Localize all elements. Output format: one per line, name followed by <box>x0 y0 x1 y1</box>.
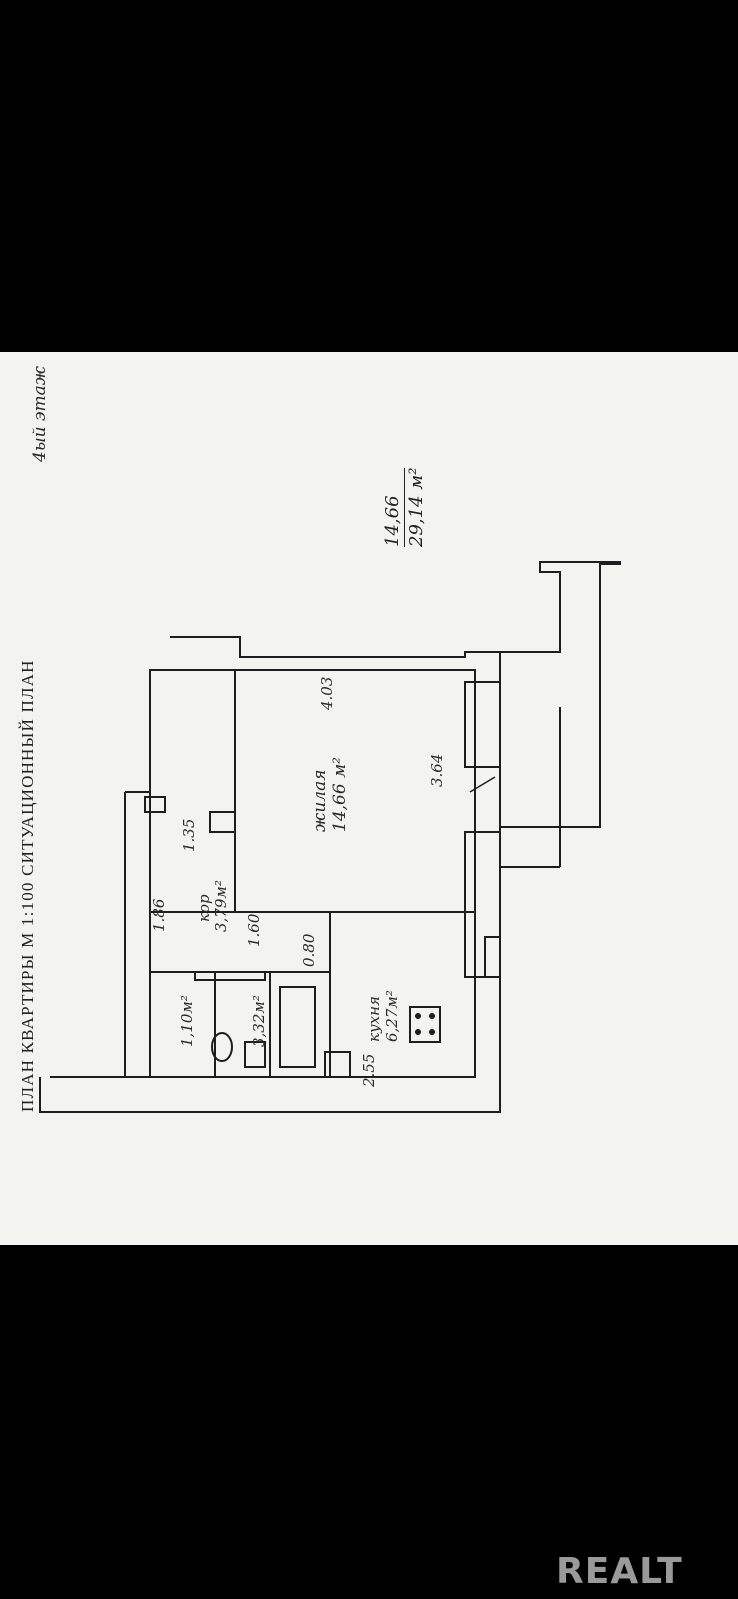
left-stub-wall <box>124 792 150 1078</box>
total-area: 29,14 <box>406 495 427 547</box>
sink <box>244 1041 266 1068</box>
floor-note: 4ый этаж <box>30 365 50 462</box>
toilet-fixture <box>211 1032 233 1062</box>
corridor-label: кор <box>195 894 213 922</box>
toilet-area: 1,10м² <box>178 995 196 1047</box>
living-room-area: 14,66 м² <box>330 757 350 832</box>
kitchen-sink <box>324 1051 351 1078</box>
area-unit: м² <box>406 467 427 490</box>
dim-corridor-len: 1.86 <box>150 898 168 932</box>
floor-plan-drawing <box>39 561 621 1113</box>
kitchen-label: кухня <box>365 996 383 1042</box>
window-block-top <box>464 681 501 768</box>
bathtub <box>279 986 316 1068</box>
dim-living-depth: 3.64 <box>428 753 446 787</box>
dim-corridor-w: 1.35 <box>180 818 198 852</box>
area-totals: 14,66 29,14 м² <box>382 467 427 547</box>
kitchen-area: 6,27м² <box>383 990 401 1042</box>
corridor-area: 3,79м² <box>212 880 230 932</box>
apartment-outline <box>149 669 476 1078</box>
fraction-line <box>404 467 405 547</box>
window-unit <box>484 936 501 978</box>
stove <box>409 1006 441 1043</box>
floor-plan-sheet: ПЛАН КВАРТИРЫ М 1:100 СИТУАЦИОННЫЙ ПЛАН … <box>0 352 738 1245</box>
dim-partition: 1.60 <box>245 913 263 947</box>
realt-watermark: REALT <box>556 1551 683 1592</box>
outer-wall-inner <box>50 791 151 1078</box>
door-mark-2 <box>209 811 236 833</box>
dimension-tick <box>469 776 496 793</box>
plan-title: ПЛАН КВАРТИРЫ М 1:100 СИТУАЦИОННЫЙ ПЛАН <box>18 659 37 1112</box>
bathroom-area: 3,32м² <box>250 995 268 1047</box>
radiator <box>194 971 266 981</box>
door-mark-1 <box>144 796 166 813</box>
dim-kitchen-len: 2.55 <box>360 1053 378 1087</box>
window-block-bottom <box>464 831 501 978</box>
living-area-total: 14,66 <box>382 495 403 547</box>
living-room-label: жилая <box>310 769 330 833</box>
dim-bath-w: 0.80 <box>300 933 318 967</box>
dim-living-width: 4.03 <box>318 676 336 710</box>
